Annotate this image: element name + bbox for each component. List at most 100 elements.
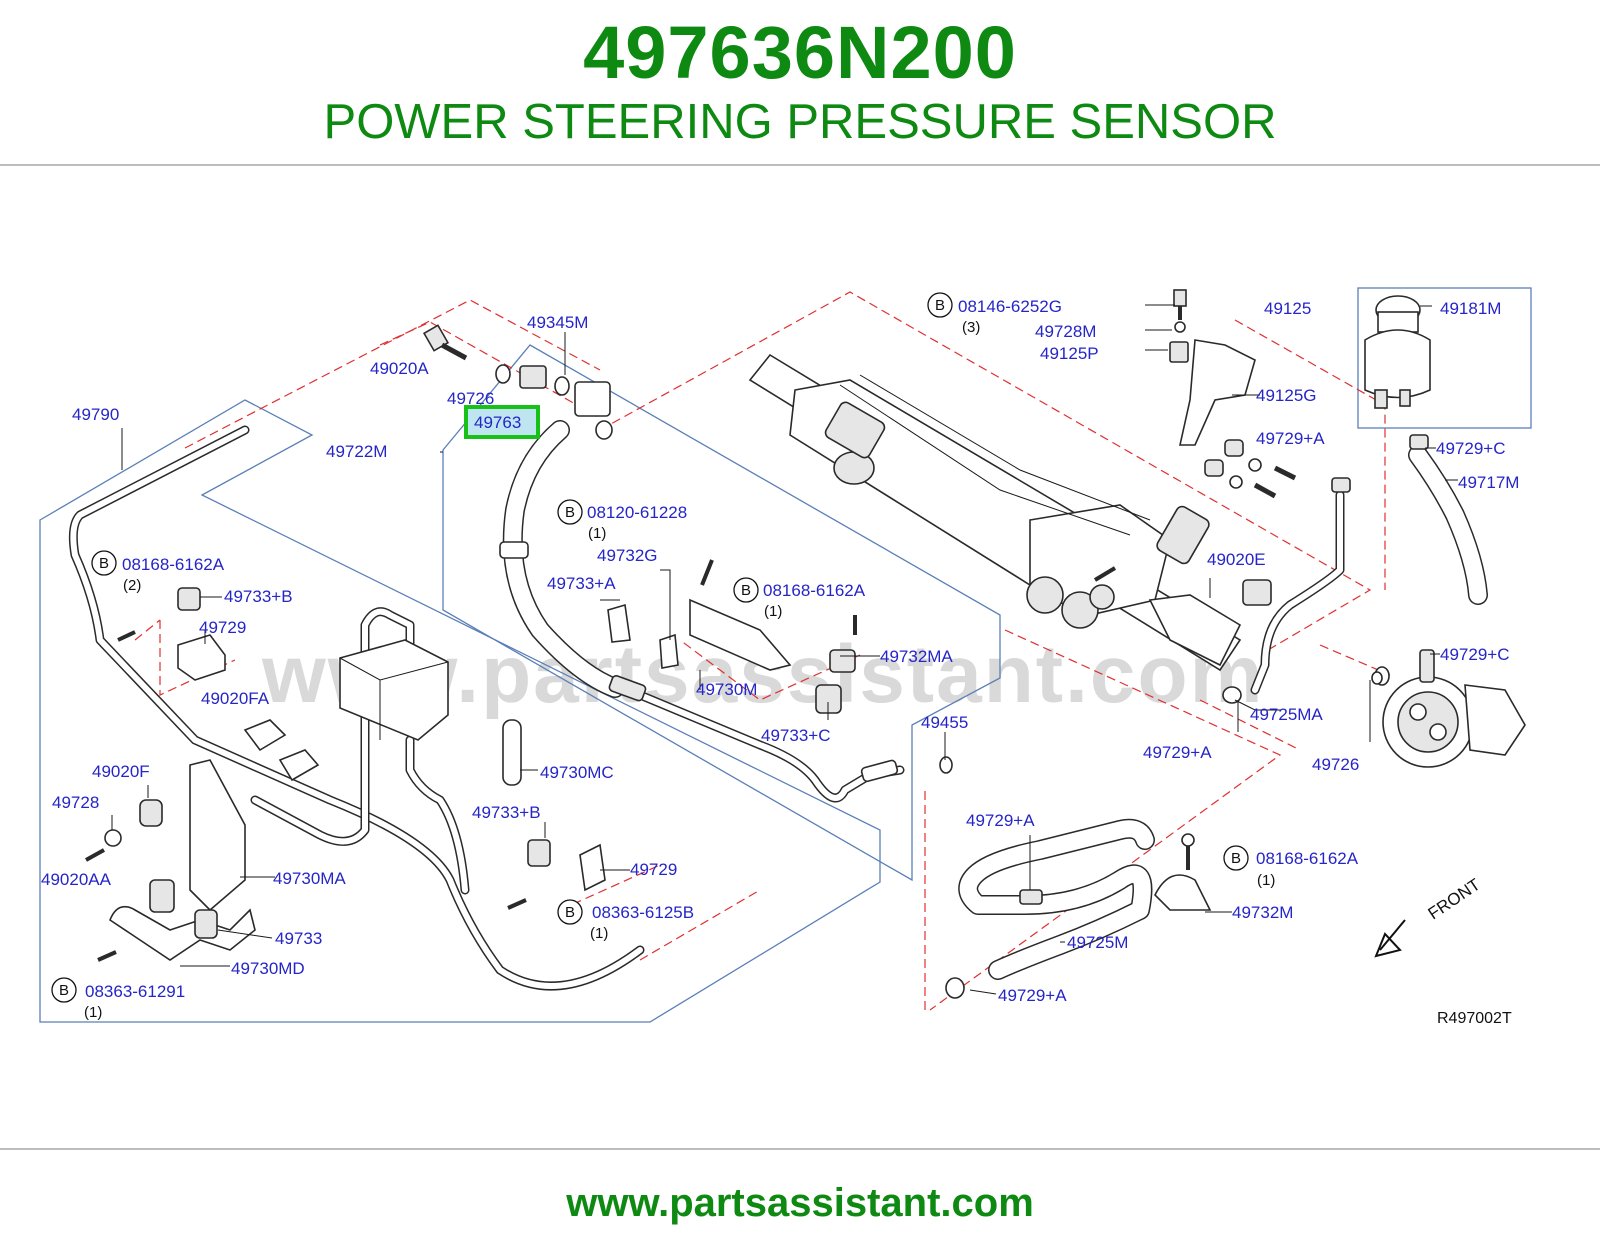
callout-49763: 49763 [474,413,521,432]
b-marker-08168-left: B [91,550,117,576]
callout-08146-6252G: 08146-6252G [958,297,1062,316]
callout-49730MD: 49730MD [231,959,305,978]
highlighted-part-box [464,405,540,439]
callout-49717M: 49717M [1458,473,1519,492]
callout-49020F: 49020F [92,762,150,781]
b-marker-08168-right: B [1223,845,1249,871]
return-hose-49725MA [1222,477,1351,704]
callout-08363-6125B: 08363-6125B [592,903,694,922]
b-marker-08168-mid: B [733,577,759,603]
callout-49733: 49733 [275,929,322,948]
qty-08120-61228: (1) [588,525,606,542]
callout-49725M: 49725M [1067,933,1128,952]
callout-49729-C-2: 49729+C [1440,645,1509,664]
clip-parts [104,579,1383,892]
svg-text:B: B [99,555,109,572]
callout-49728: 49728 [52,793,99,812]
b-marker-08146: B [927,292,953,318]
callout-49728M: 49728M [1035,322,1096,341]
bolts [85,559,1117,962]
part-number-title: 497636N200 [583,11,1017,94]
front-arrow-icon [1374,919,1406,958]
qty-08146-6252G: (3) [962,319,980,336]
callout-49732M: 49732M [1232,903,1293,922]
callout-49726-a: 49726 [447,389,494,408]
svg-text:B: B [741,582,751,599]
callout-49790: 49790 [72,405,119,424]
callout-49733-B-1: 49733+B [224,587,293,606]
suction-hose-49717M [1408,434,1488,605]
part-name-subtitle: POWER STEERING PRESSURE SENSOR [323,95,1277,149]
svg-text:B: B [59,982,69,999]
callout-49730MA: 49730MA [273,869,346,888]
callout-49729-1: 49729 [199,618,246,637]
callout-08168-6162A-left: 08168-6162A [122,555,225,574]
callout-49729-2: 49729 [630,860,677,879]
svg-text:B: B [565,504,575,521]
callout-49181M: 49181M [1440,299,1501,318]
qty-08363-61291: (1) [84,1004,102,1021]
callout-49732G: 49732G [597,546,658,565]
callout-49725MA: 49725MA [1250,705,1323,724]
callout-49733-B-2: 49733+B [472,803,541,822]
callout-08363-61291: 08363-61291 [85,982,185,1001]
callout-49726-b: 49726 [1312,755,1359,774]
steering-gear-rack [748,353,1242,672]
parts-diagram: www.partsassistant.com [0,270,1600,1070]
page-header: 497636N200 POWER STEERING PRESSURE SENSO… [0,0,1600,168]
callout-leaders [111,304,1458,995]
svg-text:B: B [935,297,945,314]
cooler-loop [250,607,470,895]
qty-08363-6125B: (1) [590,925,608,942]
callout-49020FA: 49020FA [201,689,270,708]
callout-49722M: 49722M [326,442,387,461]
callout-49729-C-1: 49729+C [1436,439,1505,458]
qty-08168-6162A-left: (2) [123,577,141,594]
callout-49125P: 49125P [1040,344,1099,363]
return-hose-49725M [945,818,1155,999]
frame-reservoir-group [1357,287,1532,429]
callout-49730MC: 49730MC [540,763,614,782]
return-pipe-49790 [68,425,645,991]
parts-diagram-svg: www.partsassistant.com [0,270,1600,1045]
callout-49125: 49125 [1264,299,1311,318]
reference-code: R497002T [1437,1010,1512,1027]
callout-49733-C: 49733+C [761,726,830,745]
pressure-sensor-assembly [422,324,613,440]
mount-hardware [1204,439,1297,499]
callout-49732MA: 49732MA [880,647,953,666]
b-marker-08363-6125B: B [557,899,583,925]
callout-49455: 49455 [921,713,968,732]
qty-08168-6162A-mid: (1) [764,603,782,620]
svg-text:B: B [565,904,575,921]
callout-49729-A-2: 49729+A [1143,743,1212,762]
pressure-hose-49722M [499,420,905,803]
callout-49020E: 49020E [1207,550,1266,569]
header-divider [0,164,1600,166]
clamp-49732M [1154,833,1212,911]
bracket-49730MA [109,759,256,961]
callout-49729-A-3: 49729+A [966,811,1035,830]
reservoir-49181M [1364,295,1431,409]
reservoir-bracket-49125 [1169,289,1256,446]
callout-49125G: 49125G [1256,386,1317,405]
callout-08168-6162A-mid: 08168-6162A [763,581,866,600]
power-steering-pump [1374,649,1526,768]
qty-08168-6162A-right: (1) [1257,872,1275,889]
callout-49345M: 49345M [527,313,588,332]
callout-49020A: 49020A [370,359,429,378]
footer-divider [0,1148,1600,1150]
callout-49733-A-1: 49733+A [547,574,616,593]
callout-49729-A-4: 49729+A [998,986,1067,1005]
b-marker-08120: B [557,499,583,525]
footer-website-link[interactable]: www.partsassistant.com [566,1181,1034,1225]
callout-08168-6162A-right: 08168-6162A [1256,849,1359,868]
b-marker-08363-61291: B [51,977,77,1003]
svg-text:B: B [1231,850,1241,867]
frame-return-pipe-group [39,399,881,1023]
callout-labels: 49790 49020A 49345M 49726 49763 49722M 0… [41,297,1519,1027]
callout-08120-61228: 08120-61228 [587,503,687,522]
callout-49729-A-1: 49729+A [1256,429,1325,448]
callout-49730M: 49730M [696,680,757,699]
callout-49020AA: 49020AA [41,870,112,889]
